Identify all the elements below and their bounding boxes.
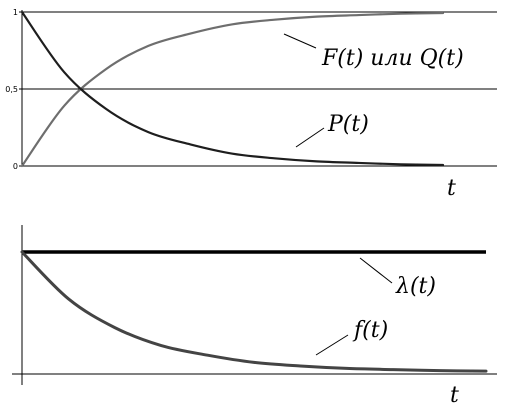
f-q-curve <box>20 11 445 168</box>
top-y-tick-label: 1 <box>13 8 18 17</box>
lambda-curve-label: λ(t) <box>395 274 436 299</box>
bottom-chart: λ(t) f(t) t <box>12 225 497 408</box>
p-curve <box>20 10 445 167</box>
top-y-tick-label: 0,5 <box>5 85 18 94</box>
f-q-leader-line <box>283 33 317 49</box>
f-density-curve <box>20 250 488 373</box>
bottom-x-axis-label: t <box>450 383 459 408</box>
f-density-leader-line <box>315 334 349 356</box>
top-y-tick-label: 0 <box>13 162 18 171</box>
top-x-axis-label: t <box>447 176 456 201</box>
f-q-curve-label: F(t) или Q(t) <box>321 46 464 71</box>
lambda-leader-line <box>359 257 393 284</box>
p-curve-label: P(t) <box>327 112 369 137</box>
p-leader-line <box>295 127 325 148</box>
f-density-curve-label: f(t) <box>352 318 388 343</box>
top-chart: 0 0,5 1 F(t) или Q(t) P(t) t <box>5 8 497 201</box>
